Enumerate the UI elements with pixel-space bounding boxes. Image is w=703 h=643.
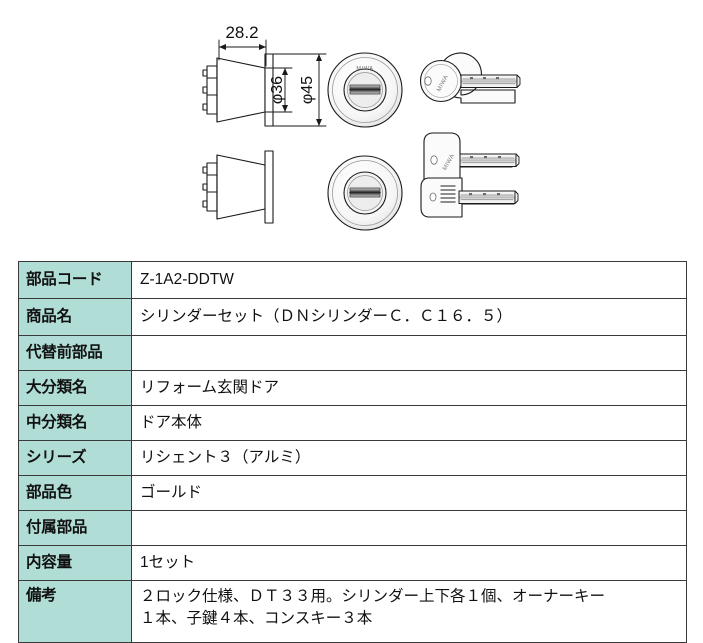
row-label-previous-part: 代替前部品 (18, 335, 132, 371)
dimension-outer-diameter-45 (272, 53, 327, 127)
construction-key (420, 177, 519, 218)
row-value-product-name: シリンダーセット（ＤＮシリンダーＣ．Ｃ１６．５） (131, 298, 687, 336)
row-value-quantity: 1セット (131, 545, 687, 581)
table-row: 大分類名 リフォーム玄関ドア (18, 370, 687, 406)
spec-table-container: 部品コード Z-1A2-DDTW 商品名 シリンダーセット（ＤＮシリンダーＣ．Ｃ… (18, 261, 687, 643)
row-label-middle-category: 中分類名 (18, 405, 132, 441)
remarks-line-1: ２ロック仕様、ＤＴ３３用。シリンダー上下各１個、オーナーキー (140, 588, 606, 605)
row-label-part-color: 部品色 (18, 475, 132, 511)
row-value-part-code: Z-1A2-DDTW (131, 261, 687, 299)
row-label-accessory-parts: 付属部品 (18, 510, 132, 546)
row-value-middle-category: ドア本体 (131, 405, 687, 441)
row-label-remarks: 備考 (18, 580, 132, 643)
row-value-previous-part (131, 335, 687, 371)
remarks-line-2: １本、子鍵４本、コンスキー３本 (140, 610, 373, 627)
row-value-accessory-parts (131, 510, 687, 546)
cylinder-body-upper (202, 53, 274, 127)
table-row: 代替前部品 (18, 335, 687, 371)
table-row: 部品コード Z-1A2-DDTW (18, 261, 687, 299)
table-row: 部品色 ゴールド (18, 475, 687, 511)
table-row: 付属部品 (18, 510, 687, 546)
table-row: 内容量 1セット (18, 545, 687, 581)
dimension-label-inner-diameter: φ36 (269, 76, 286, 104)
dimension-inner-diameter-36 (265, 67, 293, 113)
cylinder-face-upper: MIWA (327, 52, 403, 128)
row-label-quantity: 内容量 (18, 545, 132, 581)
row-label-part-code: 部品コード (18, 261, 132, 299)
technical-drawing-svg: MIWA MIWA (202, 23, 521, 231)
row-label-series: シリーズ (18, 440, 132, 476)
spec-table-body: 部品コード Z-1A2-DDTW 商品名 シリンダーセット（ＤＮシリンダーＣ．Ｃ… (18, 261, 687, 643)
row-label-major-category: 大分類名 (18, 370, 132, 406)
row-value-remarks: ２ロック仕様、ＤＴ３３用。シリンダー上下各１個、オーナーキー １本、子鍵４本、コ… (131, 580, 687, 643)
svg-text:MIWA: MIWA (356, 66, 373, 72)
table-row: 中分類名 ドア本体 (18, 405, 687, 441)
row-value-series: リシェント３（アルミ） (131, 440, 687, 476)
row-value-part-color: ゴールド (131, 475, 687, 511)
row-value-major-category: リフォーム玄関ドア (131, 370, 687, 406)
table-row: シリーズ リシェント３（アルミ） (18, 440, 687, 476)
dimension-label-outer-diameter: φ45 (299, 76, 316, 104)
table-row: 商品名 シリンダーセット（ＤＮシリンダーＣ．Ｃ１６．５） (18, 298, 687, 336)
dimension-width-282 (218, 39, 267, 67)
dimension-label-width: 28.2 (225, 23, 258, 42)
technical-drawing: MIWA MIWA (0, 0, 703, 255)
table-row: 備考 ２ロック仕様、ＤＴ３３用。シリンダー上下各１個、オーナーキー １本、子鍵４… (18, 580, 687, 643)
owner-key: MIWA (419, 52, 521, 104)
part-spec-table: 部品コード Z-1A2-DDTW 商品名 シリンダーセット（ＤＮシリンダーＣ．Ｃ… (18, 261, 687, 643)
cylinder-body-lower (202, 150, 274, 224)
row-label-product-name: 商品名 (18, 298, 132, 336)
cylinder-face-lower (327, 155, 403, 231)
child-key: MIWA (423, 132, 520, 189)
